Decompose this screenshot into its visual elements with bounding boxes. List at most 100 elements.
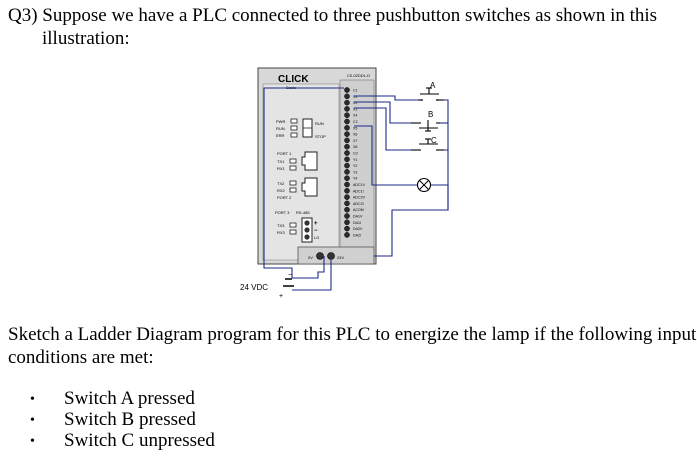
- wire-supply-positive: [292, 260, 332, 291]
- problem-line-2: conditions are met:: [8, 347, 154, 368]
- wire-common-bus: [444, 99, 449, 151]
- bullet: •: [30, 413, 35, 428]
- terminal-24v-label: 24V: [337, 255, 344, 260]
- bullet: •: [30, 392, 35, 407]
- led-err: [290, 132, 298, 138]
- led-label-run: RUN: [276, 126, 285, 131]
- question-line-1: Q3) Suppose we have a PLC connected to t…: [8, 5, 658, 26]
- terminal-screw: [344, 169, 350, 175]
- led-label-pwr: PWR: [276, 119, 285, 124]
- terminal-label: X4: [353, 114, 357, 118]
- wire-c1-common: [263, 87, 344, 278]
- model-number: C0-02DD1-D: [347, 73, 370, 78]
- port1-connector: [301, 151, 318, 171]
- tx3-label: TX3: [277, 223, 285, 228]
- terminal-label: ADC1I: [353, 189, 364, 193]
- terminal-label: X3: [353, 107, 357, 111]
- tx1-label: TX1: [277, 159, 285, 164]
- question-line-2: illustration:: [42, 28, 130, 49]
- terminal-label: DA2I: [353, 233, 361, 237]
- wire-c2: [354, 125, 392, 186]
- rs485-lg: LG: [314, 235, 319, 240]
- condition-text: Switch A pressed: [64, 388, 195, 409]
- plc-cpu-panel: [262, 83, 340, 261]
- conditions-list: • Switch A pressed • Switch B pressed •Swi…: [30, 388, 215, 451]
- terminal-0v: [316, 252, 324, 260]
- terminal-label: X5: [353, 126, 357, 130]
- terminal-label: X8: [353, 145, 357, 149]
- supply-plus-label: +: [279, 293, 283, 300]
- rx1-label: RX1: [277, 166, 286, 171]
- tx3-led: [289, 222, 297, 228]
- terminal-label: DA2V: [353, 227, 363, 231]
- terminal-label: C1: [353, 89, 358, 93]
- rx3-label: RX3: [277, 230, 286, 235]
- rx1-led: [289, 165, 297, 171]
- port2-connector: [301, 177, 318, 197]
- terminal-screw: [344, 137, 350, 144]
- terminal-screw: [344, 200, 350, 207]
- rx3-led: [289, 229, 297, 235]
- terminal-screw: [344, 187, 350, 194]
- supply-voltage-label: 24 VDC: [240, 283, 268, 292]
- terminal-screw: [344, 150, 350, 156]
- terminal-screw: [344, 181, 350, 188]
- terminal-label: X7: [353, 139, 357, 143]
- terminal-screw: [344, 106, 350, 112]
- terminal-screw: [344, 131, 350, 137]
- bullet: •: [30, 434, 35, 449]
- terminal-label: Y1: [353, 158, 357, 162]
- terminal-screw: [344, 219, 350, 226]
- terminal-screw: [344, 206, 350, 213]
- wire-x2: [354, 101, 411, 124]
- terminal-screw: [344, 125, 350, 131]
- rs485-label: RS-485: [296, 210, 310, 215]
- terminal-label: ACOM: [353, 208, 364, 212]
- wire-x3: [354, 107, 411, 151]
- terminal-screw: [344, 213, 350, 219]
- terminal-screw: [344, 156, 350, 163]
- terminal-screw: [344, 143, 350, 150]
- terminal-screw: [344, 118, 350, 125]
- terminal-label: X1: [353, 95, 357, 99]
- problem-line-1: Sketch a Ladder Diagram program for this…: [8, 324, 697, 345]
- tx1-led: [289, 158, 297, 164]
- rx2-led: [289, 187, 297, 193]
- terminal-block: C1X1X2X3X4C2X5X6X7X8C3Y1Y2Y3Y4ADC1VADC1I…: [344, 87, 366, 238]
- switch-a-label: A: [430, 81, 436, 90]
- condition-switch-c: •Switch C unpressed: [30, 430, 215, 451]
- supply-minus-label: −: [288, 272, 292, 279]
- port3-label: PORT 3: [275, 210, 290, 215]
- terminal-screw: [344, 112, 350, 118]
- led-pwr: [290, 118, 298, 124]
- terminal-screw: [344, 225, 350, 232]
- port1-label: PORT 1: [277, 151, 292, 156]
- terminal-label: DA1V: [353, 215, 363, 219]
- terminal-label: X2: [353, 101, 357, 105]
- terminal-label: Y4: [353, 177, 357, 181]
- terminal-screw: [344, 162, 350, 169]
- rx2-label: RX2: [277, 188, 286, 193]
- terminal-screw: [344, 175, 350, 181]
- port2-label: PORT 2: [277, 195, 292, 200]
- terminal-label: ADC1V: [353, 183, 366, 187]
- brand-logo: CLICK: [278, 74, 309, 85]
- condition-switch-a: • Switch A pressed: [30, 388, 215, 409]
- terminal-label: C2: [353, 120, 358, 124]
- stop-label: STOP: [315, 134, 326, 139]
- tx2-led: [289, 180, 297, 186]
- led-run: [290, 125, 298, 131]
- tx2-label: TX2: [277, 181, 285, 186]
- rs485-minus: −: [314, 228, 318, 234]
- terminal-screw: [344, 87, 350, 93]
- terminal-label: ADC2I: [353, 202, 364, 206]
- terminal-label: X6: [353, 133, 357, 137]
- terminal-0v-label: 0V: [308, 255, 313, 260]
- led-label-err: ERR: [276, 133, 285, 138]
- terminal-label: ADC2V: [353, 196, 366, 200]
- terminal-label: DA1I: [353, 221, 361, 225]
- wire-x1: [354, 95, 418, 101]
- condition-text: Switch B pressed: [64, 409, 196, 430]
- switch-b-label: B: [428, 110, 433, 119]
